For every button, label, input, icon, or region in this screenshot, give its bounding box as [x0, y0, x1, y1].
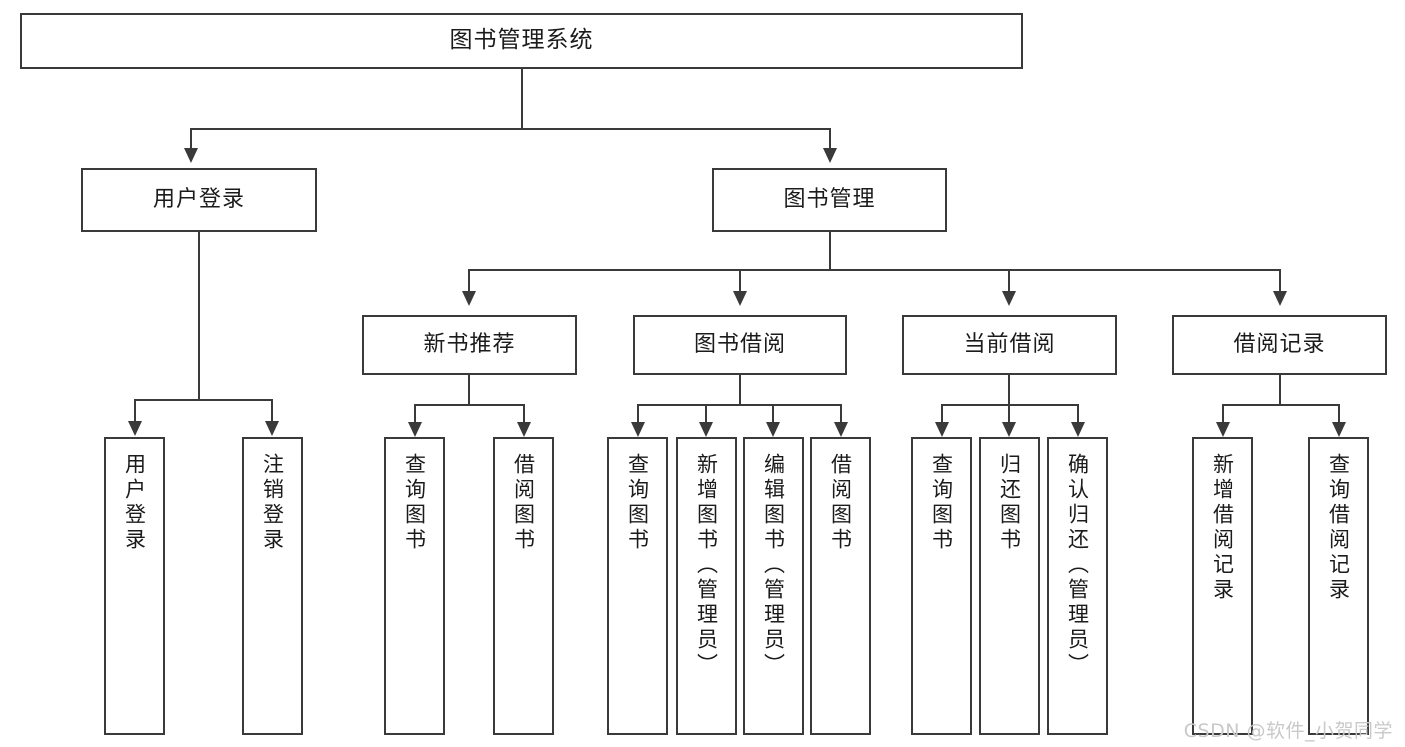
connector-user-login-bar: [134, 399, 272, 401]
leaf-label: 查询图书: [625, 453, 650, 553]
connector-user-login-to-leaf-1: [134, 399, 136, 421]
leaf-label: 新增图书（管理员）: [694, 453, 719, 678]
connector-to-borrow-record: [1279, 269, 1281, 291]
connector-root-bar: [190, 128, 831, 130]
node-label: 图书管理: [783, 186, 876, 212]
node-book-borrow[interactable]: 图书借阅: [633, 315, 847, 375]
leaf-current-borrow-query-book[interactable]: 查询图书: [911, 437, 972, 735]
arrow-br-to-leaf-2: [1332, 422, 1346, 437]
arrow-to-current-borrow: [1002, 291, 1016, 306]
connector-borrow-record-stem: [1279, 375, 1281, 405]
leaf-current-borrow-confirm-return-admin[interactable]: 确认归还（管理员）: [1047, 437, 1108, 735]
leaf-user-login-login[interactable]: 用户登录: [104, 437, 165, 735]
connector-root-to-user-login: [190, 128, 192, 148]
node-label: 当前借阅: [963, 331, 1056, 357]
arrow-to-borrow-record: [1273, 291, 1287, 306]
leaf-borrow-record-add-record[interactable]: 新增借阅记录: [1192, 437, 1253, 735]
leaf-label: 注销登录: [260, 453, 285, 553]
arrow-cb-to-leaf-3: [1071, 422, 1085, 437]
leaf-label: 查询图书: [929, 453, 954, 553]
node-label: 新书推荐: [423, 331, 516, 357]
arrow-cb-to-leaf-1: [935, 422, 949, 437]
node-borrow-record[interactable]: 借阅记录: [1172, 315, 1387, 375]
connector-cb-to-leaf-1: [941, 404, 943, 422]
leaf-label: 归还图书: [997, 453, 1022, 553]
arrow-bb-to-leaf-2: [699, 422, 713, 437]
node-label: 借阅记录: [1233, 331, 1326, 357]
arrow-to-new-book-recommend: [462, 291, 476, 306]
arrow-to-book-borrow: [733, 291, 747, 306]
leaf-label: 编辑图书（管理员）: [761, 453, 786, 678]
node-user-login[interactable]: 用户登录: [81, 168, 317, 232]
connector-level3-bar: [468, 269, 1280, 271]
arrow-nbr-to-leaf-2: [517, 422, 531, 437]
connector-new-book-recommend-bar: [414, 404, 524, 406]
connector-cb-to-leaf-3: [1077, 404, 1079, 422]
connector-bb-to-leaf-4: [840, 404, 842, 422]
arrow-br-to-leaf-1: [1216, 422, 1230, 437]
leaf-book-borrow-add-book-admin[interactable]: 新增图书（管理员）: [676, 437, 737, 735]
connector-to-current-borrow: [1008, 269, 1010, 291]
arrow-user-login-to-leaf-2: [265, 421, 279, 436]
leaf-label: 用户登录: [122, 453, 147, 553]
arrow-cb-to-leaf-2: [1002, 422, 1016, 437]
connector-br-to-leaf-1: [1222, 404, 1224, 422]
node-current-borrow[interactable]: 当前借阅: [902, 315, 1117, 375]
node-book-management[interactable]: 图书管理: [712, 168, 947, 232]
connector-to-book-borrow: [739, 269, 741, 291]
node-root-book-management-system[interactable]: 图书管理系统: [20, 13, 1023, 69]
connector-book-borrow-bar: [637, 404, 841, 406]
arrow-bb-to-leaf-3: [766, 422, 780, 437]
leaf-label: 查询图书: [402, 453, 427, 553]
connector-book-management-stem: [829, 232, 831, 270]
connector-borrow-record-bar: [1222, 404, 1339, 406]
connector-br-to-leaf-2: [1338, 404, 1340, 422]
connector-cb-to-leaf-2: [1008, 404, 1010, 422]
arrow-bb-to-leaf-1: [631, 422, 645, 437]
leaf-book-borrow-borrow-book[interactable]: 借阅图书: [810, 437, 871, 735]
arrow-root-to-user-login: [184, 148, 198, 163]
arrow-user-login-to-leaf-1: [128, 421, 142, 436]
connector-nbr-to-leaf-1: [414, 404, 416, 422]
connector-root-to-book-management: [829, 128, 831, 148]
leaf-user-login-logout[interactable]: 注销登录: [242, 437, 303, 735]
connector-book-borrow-stem: [739, 375, 741, 405]
connector-to-new-book-recommend: [468, 269, 470, 291]
connector-user-login-to-leaf-2: [271, 399, 273, 421]
leaf-new-book-recommend-borrow-book[interactable]: 借阅图书: [493, 437, 554, 735]
leaf-label: 新增借阅记录: [1210, 453, 1235, 603]
leaf-borrow-record-query-record[interactable]: 查询借阅记录: [1308, 437, 1369, 735]
connector-current-borrow-stem: [1008, 375, 1010, 405]
leaf-label: 查询借阅记录: [1326, 453, 1351, 603]
node-label: 用户登录: [152, 186, 245, 212]
leaf-label: 借阅图书: [828, 453, 853, 553]
leaf-label: 借阅图书: [511, 453, 536, 553]
connector-nbr-to-leaf-2: [523, 404, 525, 422]
node-label: 图书借阅: [693, 331, 786, 357]
leaf-label: 确认归还（管理员）: [1065, 453, 1090, 678]
leaf-book-borrow-edit-book-admin[interactable]: 编辑图书（管理员）: [743, 437, 804, 735]
arrow-bb-to-leaf-4: [834, 422, 848, 437]
node-new-book-recommend[interactable]: 新书推荐: [362, 315, 577, 375]
connector-root-stem: [521, 69, 523, 129]
node-label: 图书管理系统: [449, 27, 594, 54]
leaf-current-borrow-return-book[interactable]: 归还图书: [979, 437, 1040, 735]
arrow-root-to-book-management: [823, 148, 837, 163]
connector-bb-to-leaf-3: [772, 404, 774, 422]
connector-bb-to-leaf-2: [705, 404, 707, 422]
connector-new-book-recommend-stem: [468, 375, 470, 405]
leaf-book-borrow-query-book[interactable]: 查询图书: [607, 437, 668, 735]
connector-user-login-stem: [198, 232, 200, 400]
leaf-new-book-recommend-query-book[interactable]: 查询图书: [384, 437, 445, 735]
connector-bb-to-leaf-1: [637, 404, 639, 422]
arrow-nbr-to-leaf-1: [408, 422, 422, 437]
